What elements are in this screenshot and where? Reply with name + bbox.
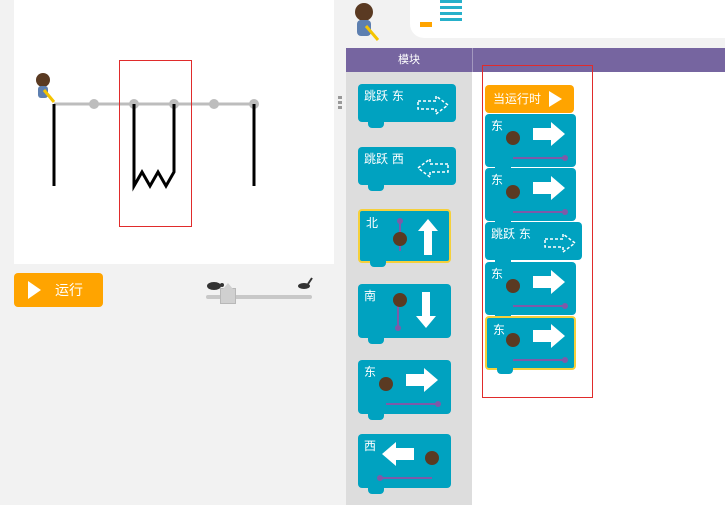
- arrow-up-icon: [393, 218, 438, 255]
- solution-thumbnail-hat: [420, 22, 432, 27]
- panel-resize-handle[interactable]: [338, 96, 342, 112]
- program-block-east[interactable]: 东: [485, 262, 576, 321]
- arrow-right-icon: [506, 176, 568, 215]
- speed-slider[interactable]: [200, 276, 318, 306]
- dashed-arrow-right-icon: [417, 94, 450, 116]
- dashed-arrow-left-icon: [416, 157, 449, 179]
- drawn-zigzag: [132, 104, 176, 192]
- program-block-east[interactable]: 东: [485, 114, 576, 173]
- toolbox-block-north[interactable]: 北: [358, 209, 451, 267]
- toolbox-block-west[interactable]: 西: [358, 434, 451, 494]
- toolbox-header: 模块: [398, 53, 420, 66]
- play-icon: [28, 281, 41, 299]
- play-icon: [549, 91, 562, 107]
- toolbox-block-east[interactable]: 东: [358, 360, 451, 420]
- workspace: 当运行时 东 东 跳跃 东 东 东: [472, 72, 725, 505]
- character-avatar: [355, 3, 380, 41]
- when-run-label: 当运行时: [493, 92, 542, 106]
- run-button-label: 运行: [55, 283, 83, 299]
- solution-thumbnail: [440, 0, 462, 32]
- rabbit-icon: [298, 277, 313, 289]
- instruction-area: [346, 0, 725, 47]
- toolbox-block-south[interactable]: 南: [358, 284, 451, 344]
- drawing-stage: [14, 0, 334, 264]
- arrow-down-icon: [393, 292, 436, 331]
- guide-dot: [89, 99, 99, 109]
- when-run-block[interactable]: 当运行时: [485, 85, 574, 113]
- slider-track[interactable]: [206, 295, 312, 299]
- toolbox: 跳跃 东 跳跃 西 北 南 东 西: [346, 72, 472, 505]
- arrow-right-icon: [506, 270, 568, 309]
- program-block-jump-east[interactable]: 跳跃 东: [485, 222, 582, 266]
- arrow-right-icon: [506, 324, 568, 363]
- toolbox-block-jump-east[interactable]: 跳跃 东: [358, 84, 456, 128]
- toolbox-block-jump-west[interactable]: 跳跃 西: [358, 147, 456, 191]
- speed-icons: [207, 277, 313, 290]
- highlight-box: [482, 65, 593, 398]
- arrow-right-icon: [506, 122, 568, 161]
- highlight-box: [119, 60, 192, 227]
- speech-bubble: [410, 0, 725, 38]
- program-block-east-selected[interactable]: 东: [485, 316, 576, 374]
- workspace-header: 模块: [346, 48, 725, 72]
- slider-thumb[interactable]: [220, 283, 237, 304]
- stage-canvas: [36, 73, 259, 192]
- arrow-left-icon: [377, 442, 439, 481]
- arrow-right-icon: [379, 368, 441, 407]
- dashed-arrow-right-icon: [544, 232, 577, 254]
- artist-avatar: [36, 73, 56, 103]
- turtle-icon: [207, 282, 224, 290]
- guide-dot: [209, 99, 219, 109]
- run-button[interactable]: 运行: [14, 273, 103, 307]
